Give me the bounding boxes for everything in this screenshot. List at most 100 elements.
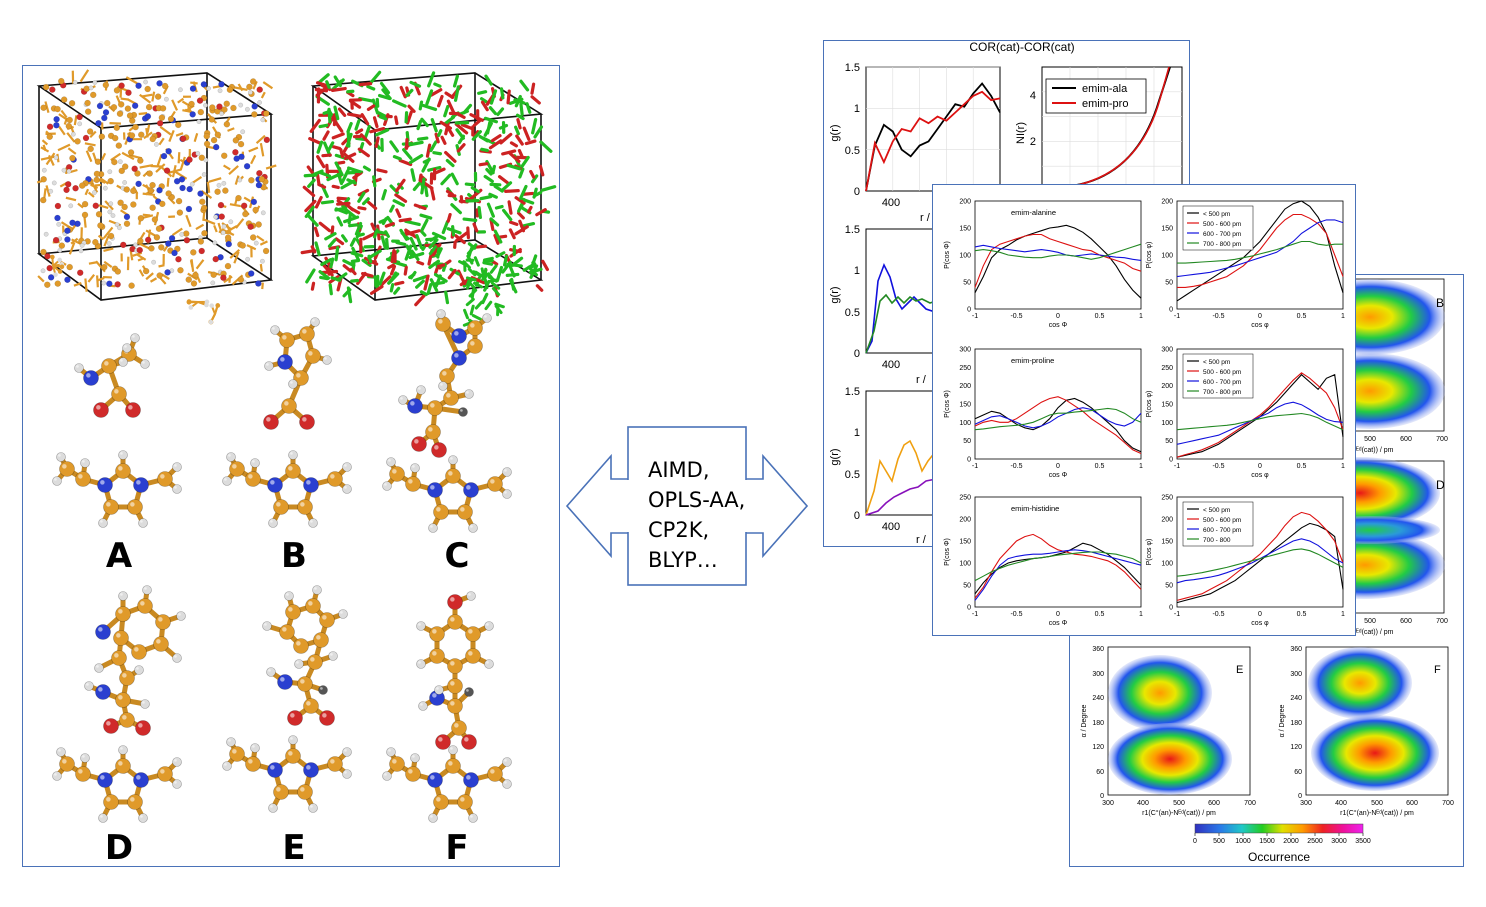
svg-text:700: 700 [1436,436,1448,443]
svg-text:0.5: 0.5 [1297,313,1307,320]
svg-text:1: 1 [1139,611,1143,618]
svg-text:1: 1 [1139,313,1143,320]
svg-text:0: 0 [1100,793,1104,800]
svg-text:150: 150 [959,539,971,546]
molecule-label-f: F [445,828,469,868]
svg-text:100: 100 [1161,253,1173,260]
svg-text:100: 100 [1161,420,1173,427]
colorbar-label: Occurrence [1248,850,1310,864]
svg-text:250: 250 [1161,495,1173,502]
svg-text:1.5: 1.5 [845,386,860,398]
rdf-xlabel-1: r / [920,212,931,224]
svg-text:emim-proline: emim-proline [1011,356,1054,365]
svg-text:300: 300 [959,347,971,354]
molecule-label-a: A [105,536,133,576]
method-aimd: AIMD, [648,458,710,482]
svg-text:an)-Nᴱᵈ(cat)) / pm: an)-Nᴱᵈ(cat)) / pm [1339,447,1394,454]
cn-ylabel: NI(r) [1015,122,1027,144]
svg-text:P(cos φ): P(cos φ) [1146,391,1153,418]
svg-text:1.5: 1.5 [845,224,860,236]
svg-text:0: 0 [1258,463,1262,470]
svg-text:1: 1 [1341,611,1345,618]
rdf-plot-1-series [865,82,1001,192]
svg-text:0.5: 0.5 [845,307,860,319]
svg-text:-0.5: -0.5 [1010,463,1022,470]
svg-text:0: 0 [1056,611,1060,618]
svg-text:300: 300 [1290,671,1302,678]
svg-text:cos φ: cos φ [1251,322,1269,329]
svg-text:2000: 2000 [1283,838,1299,845]
svg-text:an)-Nᴱᵈ(cat)) / pm: an)-Nᴱᵈ(cat)) / pm [1339,629,1394,636]
svg-text:-0.5: -0.5 [1212,313,1224,320]
svg-text:180: 180 [1092,720,1104,727]
svg-text:400: 400 [1137,800,1149,807]
svg-text:-0.5: -0.5 [1212,463,1224,470]
svg-text:-1: -1 [1174,313,1180,320]
svg-text:500 - 600 pm: 500 - 600 pm [1203,369,1241,376]
svg-text:300: 300 [1300,800,1312,807]
rdf-ylabel-1: g(r) [829,124,841,141]
svg-text:0.5: 0.5 [1095,611,1105,618]
svg-text:700 - 800: 700 - 800 [1203,537,1231,544]
svg-text:1: 1 [854,427,860,439]
legend-emim-pro: emim-pro [1082,98,1128,110]
svg-text:0: 0 [1258,611,1262,618]
svg-text:-1: -1 [1174,611,1180,618]
svg-text:50: 50 [963,280,971,287]
svg-text:240: 240 [1092,695,1104,702]
svg-text:emim-histidine: emim-histidine [1011,504,1059,513]
svg-text:150: 150 [959,226,971,233]
svg-text:0: 0 [1298,793,1302,800]
svg-text:2: 2 [1030,136,1036,148]
svg-text:0.5: 0.5 [845,469,860,481]
svg-text:0: 0 [1056,313,1060,320]
svg-text:60: 60 [1294,769,1302,776]
rdf-figure: COR(cat)-COR(cat) 1.5 1 0.5 0 400 r / g(… [829,41,1183,546]
svg-text:0: 0 [1056,463,1060,470]
svg-text:300: 300 [1092,671,1104,678]
heatmap-letter-e: E [1236,664,1243,676]
svg-text:0: 0 [1169,605,1173,612]
svg-text:cos Φ: cos Φ [1049,472,1068,479]
svg-text:P(cos Φ): P(cos Φ) [944,538,951,566]
svg-text:120: 120 [1290,744,1302,751]
rdf-title: COR(cat)-COR(cat) [969,41,1074,54]
svg-text:0: 0 [967,605,971,612]
svg-text:r1(C°(an)-Nᴱᵈ(cat)) / pm: r1(C°(an)-Nᴱᵈ(cat)) / pm [1340,809,1414,817]
svg-text:0: 0 [967,307,971,314]
svg-text:emim-alanine: emim-alanine [1011,208,1056,217]
svg-text:0: 0 [1169,457,1173,464]
heatmap-letter-d: D [1436,478,1445,492]
svg-text:< 500 pm: < 500 pm [1203,211,1230,218]
svg-text:360: 360 [1092,646,1104,653]
svg-text:600 - 700 pm: 600 - 700 pm [1203,527,1241,534]
svg-text:3500: 3500 [1355,838,1371,845]
svg-text:0: 0 [1169,307,1173,314]
svg-text:< 500 pm: < 500 pm [1203,359,1230,366]
svg-text:P(cos φ): P(cos φ) [1146,242,1153,269]
svg-text:1: 1 [1341,463,1345,470]
svg-text:-0.5: -0.5 [1010,313,1022,320]
svg-text:500 - 600 pm: 500 - 600 pm [1203,517,1241,524]
svg-text:1: 1 [1139,463,1143,470]
svg-text:cos Φ: cos Φ [1049,322,1068,329]
svg-text:300: 300 [1161,347,1173,354]
svg-text:100: 100 [959,420,971,427]
svg-text:0: 0 [854,348,860,360]
svg-text:r1(C°(an)-Nᴱᵈ(cat)) / pm: r1(C°(an)-Nᴱᵈ(cat)) / pm [1142,809,1216,817]
svg-text:700: 700 [1244,800,1256,807]
molecule-label-b: B [281,536,307,576]
svg-text:1500: 1500 [1259,838,1275,845]
svg-text:0: 0 [1258,313,1262,320]
svg-text:P(cos Φ): P(cos Φ) [944,241,951,269]
svg-text:200: 200 [1161,199,1173,206]
svg-text:500: 500 [1371,800,1383,807]
heatmap-letter-f: F [1434,664,1441,676]
svg-text:400: 400 [1335,800,1347,807]
svg-text:200: 200 [1161,517,1173,524]
colorbar [1194,823,1364,834]
svg-text:0: 0 [967,457,971,464]
method-list: AIMD, OPLS-AA, CP2K, BLYP… [648,455,768,575]
